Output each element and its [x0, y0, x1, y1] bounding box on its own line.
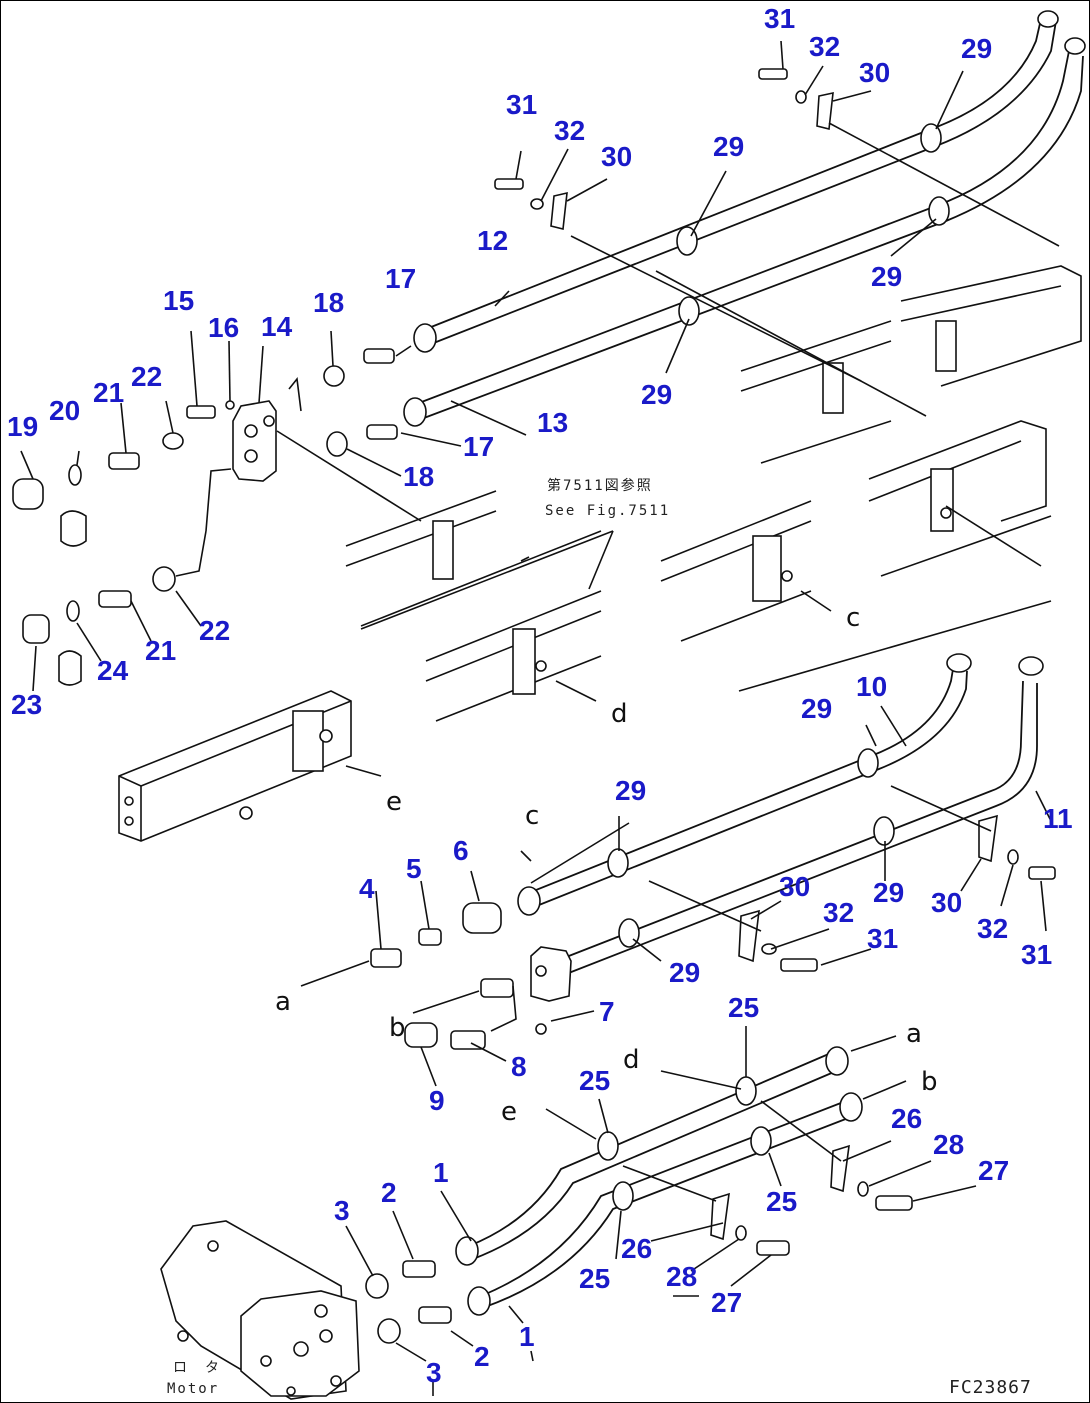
part-number-29: 29 [873, 877, 905, 908]
part-number-21: 21 [145, 635, 177, 666]
part-number-29: 29 [801, 693, 833, 724]
part-number-22: 22 [131, 361, 163, 392]
leader-lines-bottom [345, 1026, 977, 1396]
part-number-26: 26 [891, 1103, 923, 1134]
part-number-23: 23 [11, 689, 43, 720]
part-number-32: 32 [823, 897, 855, 928]
part-number-3: 3 [426, 1357, 442, 1388]
figure-reference-jp: 第7511図参照 [547, 478, 653, 494]
part-number-32: 32 [554, 115, 586, 146]
part-number-29: 29 [669, 957, 701, 988]
frame-rail-e [118, 690, 352, 842]
tube-13 [403, 37, 1086, 427]
connection-letter-e: e [386, 787, 402, 817]
part-number-24: 24 [97, 655, 129, 686]
part-number-29: 29 [615, 775, 647, 806]
leader-lines-middle [300, 40, 1060, 1087]
block-14 [232, 400, 277, 482]
motor [160, 1220, 360, 1400]
part-number-9: 9 [429, 1085, 445, 1116]
part-number-2: 2 [474, 1341, 490, 1372]
clamps-lower [607, 748, 895, 948]
connection-letter-d: d [623, 1045, 640, 1075]
leader-lines-upper-left [20, 330, 462, 692]
part-number-29: 29 [961, 33, 993, 64]
frame-rail-upper [345, 265, 1082, 722]
part-number-1: 1 [519, 1321, 535, 1352]
part-number-12: 12 [477, 225, 509, 256]
part-number-22: 22 [199, 615, 231, 646]
part-number-30: 30 [859, 57, 891, 88]
connection-letter-e: e [501, 1097, 517, 1127]
connection-letter-b: b [921, 1067, 938, 1097]
connection-letter-a: a [275, 987, 291, 1017]
part-number-13: 13 [537, 407, 569, 438]
figure-reference-en: See Fig.7511 [545, 503, 671, 519]
part-number-27: 27 [978, 1155, 1010, 1186]
connection-letter-a: a [906, 1019, 922, 1049]
part-number-14: 14 [261, 311, 293, 342]
part-number-29: 29 [713, 131, 745, 162]
part-number-6: 6 [453, 835, 469, 866]
part-number-2: 2 [381, 1177, 397, 1208]
part-number-25: 25 [579, 1065, 611, 1096]
fittings-upper-left [12, 348, 398, 686]
clamps-bottom [597, 1076, 772, 1211]
block-7-and-fittings [370, 902, 572, 1050]
part-number-18: 18 [313, 287, 345, 318]
connection-letter-c: c [846, 603, 861, 633]
tube-11 [555, 656, 1044, 977]
part-number-31: 31 [764, 3, 796, 34]
part-number-18: 18 [403, 461, 435, 492]
part-number-25: 25 [579, 1263, 611, 1294]
part-number-32: 32 [809, 31, 841, 62]
motor-fittings [365, 1260, 452, 1344]
connection-letter-d: d [611, 699, 628, 729]
part-number-31: 31 [506, 89, 538, 120]
part-number-17: 17 [463, 431, 495, 462]
part-number-20: 20 [49, 395, 81, 426]
part-number-31: 31 [1021, 939, 1053, 970]
connection-letter-b: b [389, 1013, 406, 1043]
reference-arrows [345, 505, 1042, 777]
motor-label-en: Motor [167, 1381, 220, 1397]
part-number-25: 25 [728, 992, 760, 1023]
part-number-10: 10 [856, 671, 888, 702]
part-number-25: 25 [766, 1186, 798, 1217]
part-number-16: 16 [208, 312, 240, 343]
part-number-30: 30 [779, 871, 811, 902]
part-number-5: 5 [406, 853, 422, 884]
tube-1-upper [455, 1046, 849, 1266]
part-number-21: 21 [93, 377, 125, 408]
part-number-31: 31 [867, 923, 899, 954]
clamps-upper [676, 123, 950, 326]
part-number-30: 30 [601, 141, 633, 172]
part-number-11: 11 [1043, 803, 1073, 834]
part-number-29: 29 [641, 379, 673, 410]
figure-code: FC23867 [949, 1377, 1032, 1398]
part-number-4: 4 [359, 873, 375, 904]
part-number-28: 28 [666, 1261, 698, 1292]
part-number-17: 17 [385, 263, 417, 294]
part-number-26: 26 [621, 1233, 653, 1264]
part-number-28: 28 [933, 1129, 965, 1160]
clamp-26-27-28 [710, 1144, 913, 1256]
part-number-15: 15 [163, 285, 195, 316]
clamp-30-31-32-upper [494, 68, 834, 230]
part-number-3: 3 [334, 1195, 350, 1226]
tube-1-lower [467, 1092, 863, 1316]
connection-letter-c: c [525, 801, 540, 831]
motor-label-jp: ロ タ [173, 1360, 221, 1376]
part-number-7: 7 [599, 996, 615, 1027]
tube-10 [517, 653, 972, 916]
part-number-27: 27 [711, 1287, 743, 1318]
part-number-1: 1 [433, 1157, 449, 1188]
part-number-8: 8 [511, 1051, 527, 1082]
part-number-19: 19 [7, 411, 39, 442]
part-number-30: 30 [931, 887, 963, 918]
part-number-32: 32 [977, 913, 1009, 944]
part-number-29: 29 [871, 261, 903, 292]
